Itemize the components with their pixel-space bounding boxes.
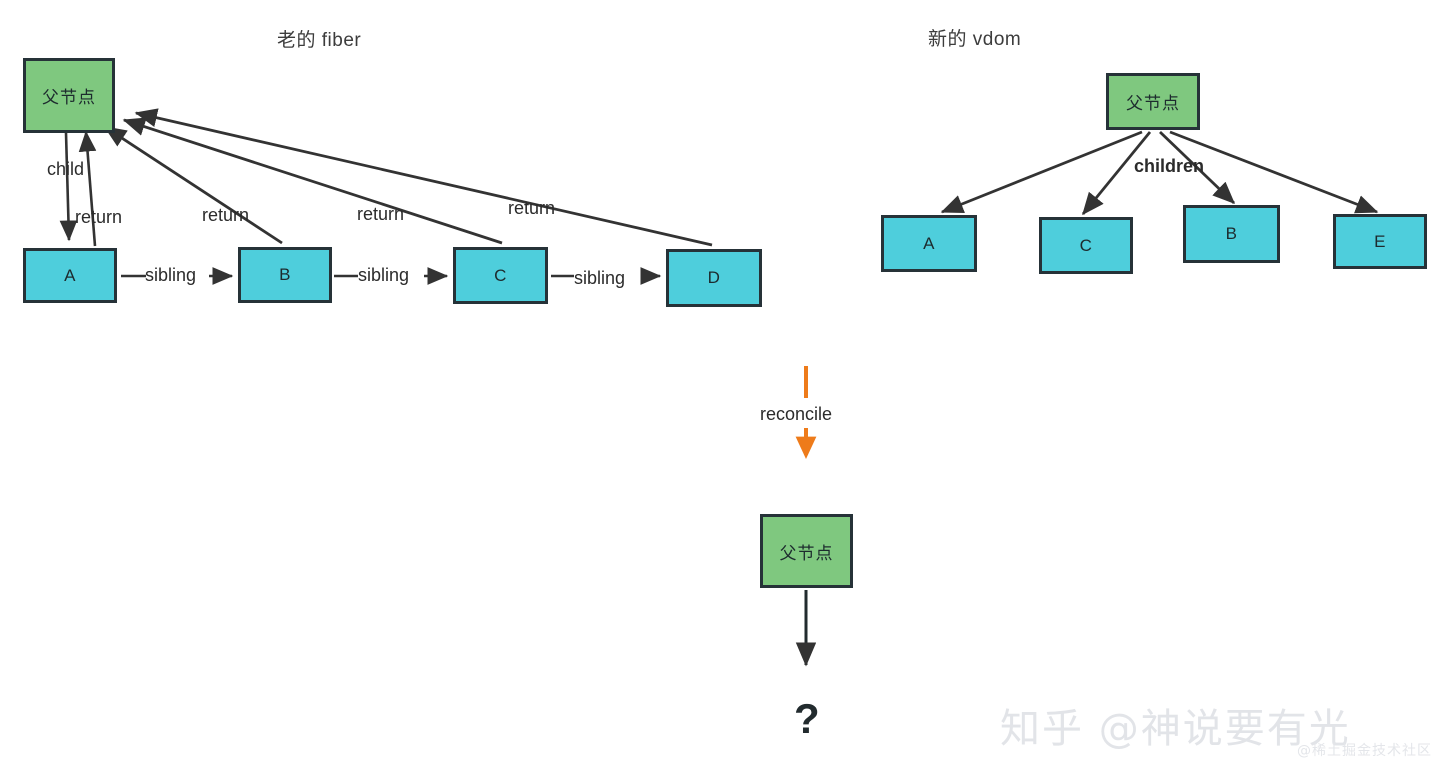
result-parent-node[interactable]: 父节点 — [760, 514, 853, 588]
new-vdom-title: 新的 vdom — [928, 29, 1022, 50]
vdom-node-e[interactable]: E — [1333, 214, 1427, 269]
edge-children-parent-to-a — [940, 130, 1143, 214]
label-children: children — [1134, 156, 1205, 176]
edge-children-parent-to-b — [1159, 130, 1236, 205]
label-sibling-3: sibling — [574, 268, 626, 288]
label-reconcile: reconcile — [760, 404, 833, 424]
label-sibling-2: sibling — [358, 265, 410, 285]
watermark-main: 知乎 @神说要有光 — [1000, 706, 1351, 752]
watermark-sub: @稀土掘金技术社区 — [1297, 743, 1432, 759]
edge-child-parent-to-a — [59, 132, 78, 242]
edge-return-d-to-parent — [134, 108, 713, 247]
label-return-1: return — [75, 207, 123, 227]
label-return-3: return — [357, 204, 405, 224]
fiber-node-b[interactable]: B — [238, 247, 332, 303]
label-return-2: return — [202, 205, 250, 225]
edge-return-a-to-parent — [78, 130, 97, 247]
edge-return-b-to-parent — [103, 125, 283, 245]
label-child: child — [47, 159, 85, 179]
label-return-4: return — [508, 198, 556, 218]
fiber-parent-node[interactable]: 父节点 — [23, 58, 115, 133]
edge-children-parent-to-e — [1169, 130, 1379, 214]
vdom-node-c[interactable]: C — [1039, 217, 1133, 274]
fiber-node-c[interactable]: C — [453, 247, 548, 304]
fiber-node-d[interactable]: D — [666, 249, 762, 307]
old-fiber-title: 老的 fiber — [277, 30, 362, 51]
label-sibling-1: sibling — [145, 265, 197, 285]
vdom-parent-node[interactable]: 父节点 — [1106, 73, 1200, 130]
edge-return-c-to-parent — [122, 117, 503, 245]
vdom-node-b[interactable]: B — [1183, 205, 1280, 263]
edge-children-parent-to-c — [1081, 131, 1152, 216]
fiber-node-a[interactable]: A — [23, 248, 117, 303]
vdom-node-a[interactable]: A — [881, 215, 977, 272]
result-question-mark: ? — [794, 695, 820, 742]
